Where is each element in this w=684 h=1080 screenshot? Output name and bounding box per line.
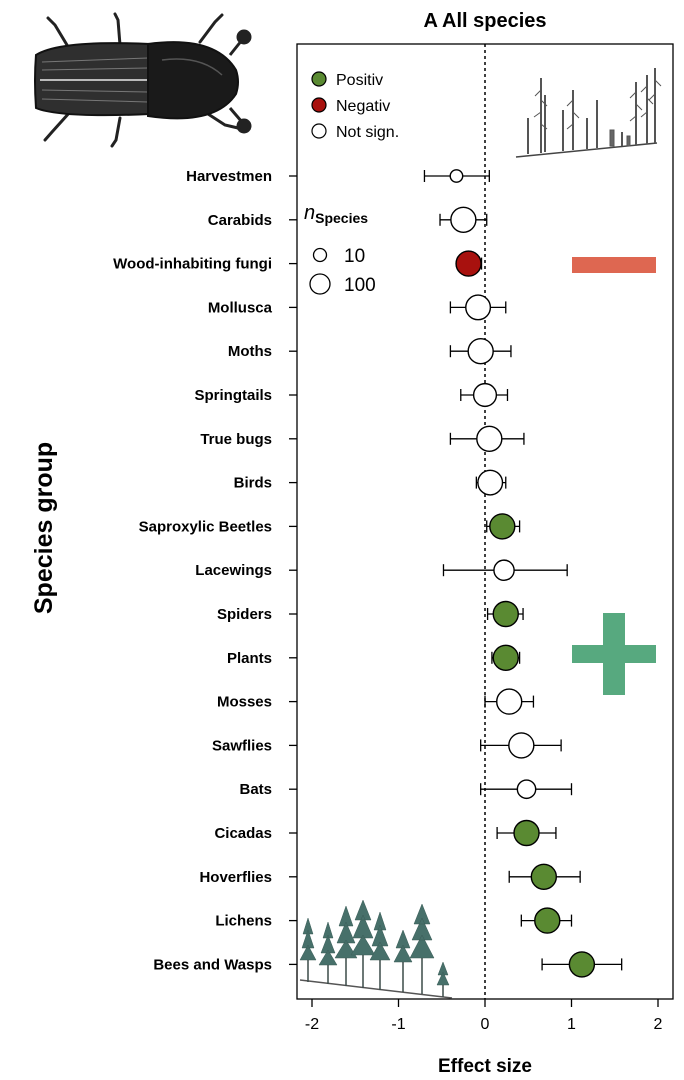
category-label: Moths (228, 343, 272, 360)
legend-negative-swatch (311, 97, 327, 113)
size-legend-small-label: 10 (344, 246, 365, 267)
size-legend: nSpecies 10 100 (304, 202, 376, 296)
category-label: Plants (227, 650, 272, 667)
x-tick-label: 2 (654, 1016, 663, 1033)
chart-title: A All species (423, 10, 546, 32)
effect-point (516, 779, 537, 800)
category-label: Lichens (215, 913, 272, 930)
x-tick-label: 1 (567, 1016, 576, 1033)
effect-point (492, 644, 519, 671)
category-label: Carabids (208, 212, 272, 229)
effect-point (467, 338, 494, 365)
effect-point (472, 382, 498, 408)
category-label: Cicadas (214, 825, 272, 842)
x-tick-label: 0 (481, 1016, 490, 1033)
legend-positive-swatch (311, 71, 327, 87)
size-legend-large-circle (309, 273, 331, 295)
effect-point (492, 600, 519, 628)
effect-point (493, 559, 515, 581)
x-axis-label: Effect size (438, 1056, 532, 1077)
y-axis-label: Species group (30, 442, 58, 614)
effect-point (489, 513, 516, 540)
bark-beetle-icon (34, 12, 252, 148)
effect-point (477, 469, 504, 496)
effect-point (568, 951, 596, 978)
size-legend-small-circle (312, 247, 328, 263)
positive-plus-sign (572, 613, 656, 695)
category-label: Hoverflies (199, 869, 272, 886)
effect-point (476, 425, 503, 452)
size-legend-title-sub: Species (315, 210, 368, 226)
dense-forest-icon (299, 899, 453, 999)
size-legend-title-base: n (304, 202, 315, 224)
effect-point (513, 819, 540, 847)
category-label: Sawflies (212, 737, 272, 754)
effect-point (508, 732, 535, 759)
legend: Positiv Negativ Not sign. (311, 71, 399, 141)
effect-point (455, 250, 482, 277)
category-label: Bats (239, 781, 272, 798)
effect-point (465, 294, 492, 321)
category-label: Wood-inhabiting fungi (113, 256, 272, 273)
category-label: Bees and Wasps (153, 956, 272, 973)
size-legend-title: nSpecies (304, 202, 368, 226)
category-label: Mollusca (208, 299, 273, 316)
category-label: Lacewings (195, 562, 272, 579)
category-label: Saproxylic Beetles (139, 518, 272, 535)
deadwood-forest-icon (515, 68, 662, 158)
x-tick-label: -2 (305, 1016, 319, 1033)
size-legend-large-label: 100 (344, 275, 376, 296)
legend-negative-label: Negativ (336, 98, 390, 115)
category-label: Harvestmen (186, 168, 272, 185)
effect-point (534, 907, 561, 934)
effect-point (530, 863, 558, 890)
effect-point (449, 169, 464, 183)
effect-point (450, 206, 477, 234)
category-label: Spiders (217, 606, 272, 623)
legend-not-significant-label: Not sign. (336, 124, 399, 141)
category-label: True bugs (200, 431, 272, 448)
category-label: Birds (234, 475, 272, 492)
category-label: Springtails (194, 387, 272, 404)
negative-minus-sign (572, 257, 656, 273)
x-tick-label: -1 (391, 1016, 405, 1033)
legend-positive-label: Positiv (336, 72, 383, 89)
category-label: Mosses (217, 694, 272, 711)
legend-not-significant-swatch (311, 123, 327, 139)
effect-point (496, 688, 523, 715)
